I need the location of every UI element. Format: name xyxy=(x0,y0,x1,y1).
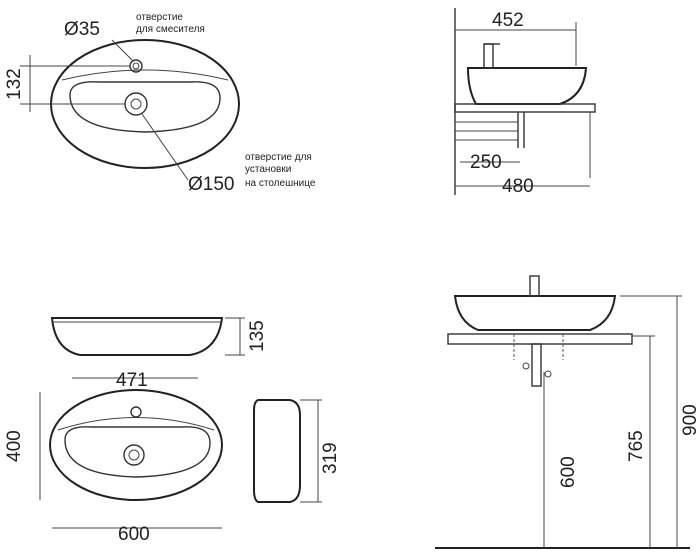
plan-basin-outline xyxy=(49,389,223,501)
elevation-drain-pipe xyxy=(531,343,542,387)
elevation-counter xyxy=(447,333,633,345)
drain-leader xyxy=(141,113,189,181)
side-faucet xyxy=(483,43,494,69)
mixer-diameter-label: Ø35 xyxy=(64,19,100,40)
front-view: 135 471 xyxy=(50,317,268,391)
floor-to-rim-label: 900 xyxy=(680,404,700,436)
plan-mixer-hole xyxy=(130,406,142,418)
mixer-leader xyxy=(111,39,134,62)
profile-view: 319 xyxy=(253,399,341,503)
mixer-hole-inner xyxy=(132,62,140,70)
plan-depth-label: 400 xyxy=(4,430,25,462)
plan-drain-hole xyxy=(123,444,145,466)
plan-view: 400 600 xyxy=(4,389,223,545)
plan-width-label: 600 xyxy=(118,524,150,545)
elevation-faucet xyxy=(529,275,540,297)
front-basin xyxy=(50,317,224,356)
drain-hole xyxy=(124,92,148,116)
basin-rim-line xyxy=(61,69,229,81)
mixer-note-line-2: для смесителя xyxy=(136,24,205,35)
top-view: Ø35 отверстие для смесителя 132 Ø150 отв… xyxy=(4,12,316,195)
floor-to-drain-label: 600 xyxy=(558,456,579,488)
front-height-label: 135 xyxy=(247,320,268,352)
side-width-bottom-label: 480 xyxy=(502,176,534,197)
front-bottom-width-label: 471 xyxy=(116,370,148,391)
side-view: 452 250 480 xyxy=(454,8,596,197)
offset-label: 132 xyxy=(4,68,25,100)
drain-note-line-2: установки xyxy=(245,164,291,175)
side-basin xyxy=(466,67,588,105)
side-counter xyxy=(454,103,596,113)
drain-note-line-1: отверстие для xyxy=(245,152,312,163)
profile-height-label: 319 xyxy=(320,442,341,474)
side-width-top-label: 452 xyxy=(492,10,524,31)
side-depth-lower-label: 250 xyxy=(470,152,502,173)
plan-basin-bowl xyxy=(64,426,211,478)
elevation-view: 600 765 900 xyxy=(435,275,700,549)
basin-bowl xyxy=(69,81,221,133)
drain-hole-inner xyxy=(130,98,142,110)
mixer-note-line-1: отверстие xyxy=(136,12,183,23)
drain-note-line-3: на столешнице xyxy=(245,178,316,189)
drain-diameter-label: Ø150 xyxy=(188,174,234,195)
floor-to-counter-label: 765 xyxy=(626,430,647,462)
elevation-basin xyxy=(453,295,617,331)
profile-basin xyxy=(253,399,301,503)
